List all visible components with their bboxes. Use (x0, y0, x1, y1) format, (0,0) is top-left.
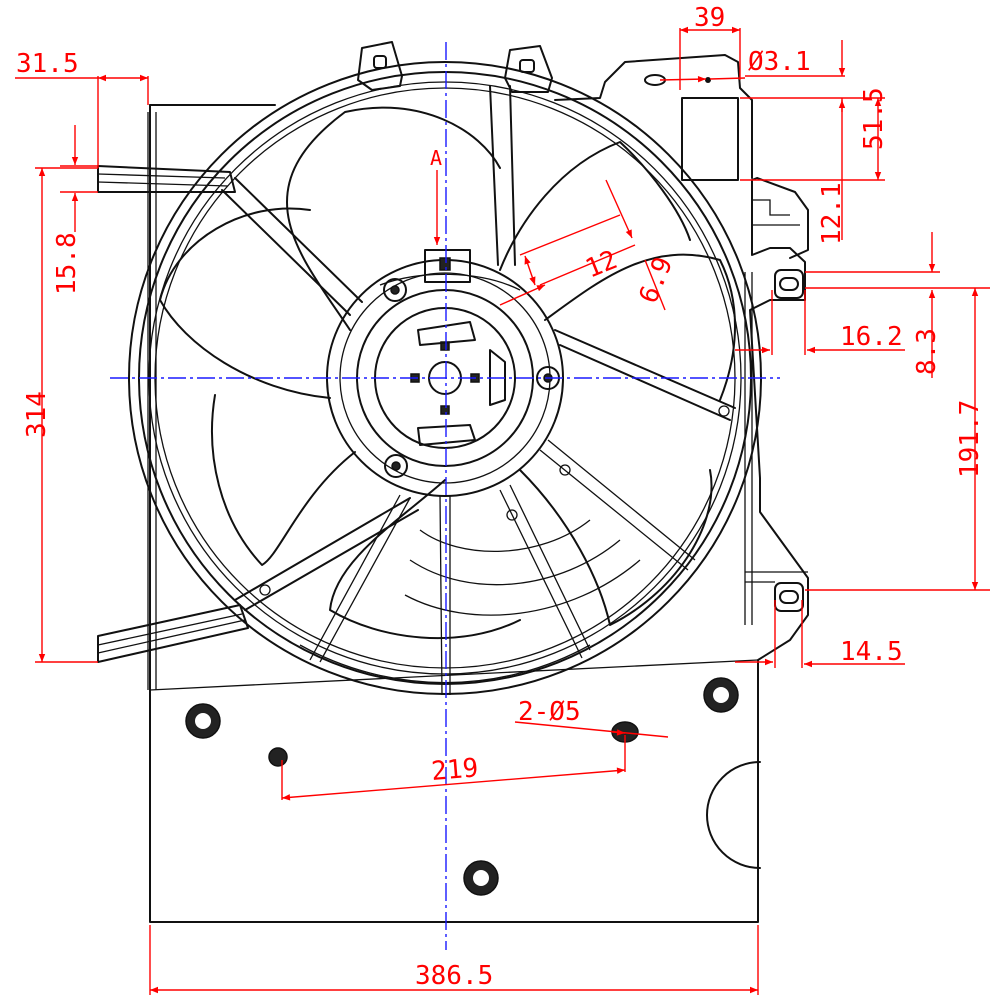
struts (221, 85, 736, 696)
dim-12-1: 12.1 (817, 182, 847, 245)
dim-6-9: 6.9 (634, 253, 679, 308)
dim-14-5: 14.5 (840, 637, 903, 667)
dim-16-2: 16.2 (840, 322, 903, 352)
lower-rail (97, 604, 249, 663)
dim-hole-3-1: Ø3.1 (748, 47, 811, 77)
dim-51-5: 51.5 (859, 87, 889, 150)
pin-hole-3-1 (705, 77, 711, 83)
dim-39: 39 (694, 3, 725, 33)
dim-8-3: 8.3 (912, 328, 942, 375)
dim-314: 314 (22, 391, 52, 438)
dim-31-5: 31.5 (16, 49, 79, 79)
dim-15-8: 15.8 (52, 232, 82, 295)
dim-386-5: 386.5 (415, 961, 493, 991)
connector-block (681, 97, 739, 181)
dim-219: 219 (430, 753, 479, 787)
large-cutout (706, 761, 761, 869)
lower-mount-slot (779, 590, 799, 604)
dimensions: 39 Ø3.1 31.5 51.5 12.1 15.8 (15, 3, 990, 995)
upper-mount-slot (779, 277, 799, 291)
dim-2x5: 2-Ø5 (518, 697, 581, 727)
motor-hub (326, 249, 564, 497)
upper-rail (97, 165, 236, 193)
dim-12: 12 (581, 245, 621, 285)
dim-191-7: 191.7 (955, 400, 985, 478)
shroud-plate (97, 41, 809, 923)
view-label-a: A (430, 146, 442, 170)
motor-connector (424, 249, 471, 283)
top-hook-right (504, 45, 553, 93)
fan-blades (159, 106, 736, 640)
plate-holes (185, 677, 739, 896)
